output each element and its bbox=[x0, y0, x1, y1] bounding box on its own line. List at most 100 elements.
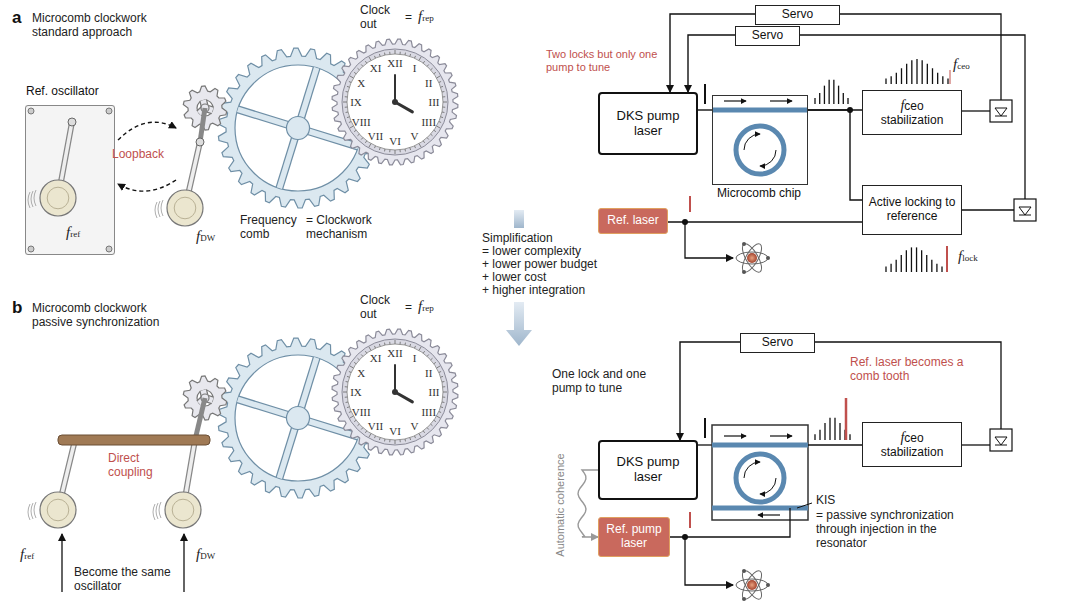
comb-line bbox=[901, 68, 902, 84]
clock-tick bbox=[423, 141, 424, 143]
clock-numeral: XI bbox=[370, 352, 382, 365]
pendulum-bob bbox=[174, 197, 196, 219]
motion-line bbox=[158, 201, 160, 217]
clock-tick bbox=[379, 344, 381, 346]
motion-line bbox=[156, 503, 158, 519]
clock-tick bbox=[369, 144, 371, 147]
motion-line bbox=[31, 503, 33, 519]
clock-numeral: XII bbox=[387, 347, 402, 360]
waveguide bbox=[712, 443, 808, 448]
gear-hub bbox=[286, 406, 309, 429]
clock-numeral: IX bbox=[350, 386, 362, 399]
pendulum-bob bbox=[40, 180, 76, 216]
clock-tick bbox=[374, 56, 375, 58]
pendulum-bob bbox=[167, 190, 203, 226]
frequency-symbol: flock bbox=[958, 248, 978, 265]
clock-tick bbox=[427, 354, 429, 356]
clock-numeral: II bbox=[425, 366, 432, 379]
comb-line bbox=[947, 79, 948, 84]
electron bbox=[742, 597, 746, 601]
gear bbox=[332, 39, 458, 165]
servo-line bbox=[840, 14, 1001, 100]
comb-line bbox=[885, 266, 886, 272]
clock-tick bbox=[369, 347, 371, 350]
clock-tick bbox=[427, 138, 429, 140]
clock-numeral: X bbox=[357, 76, 365, 89]
panel-letter: b bbox=[12, 298, 22, 318]
comb-line bbox=[885, 79, 886, 84]
comb-line bbox=[819, 430, 820, 440]
process-box: Servo bbox=[735, 26, 800, 46]
clock-tick bbox=[349, 412, 351, 413]
clock-tick bbox=[374, 436, 375, 438]
clock-pin bbox=[392, 99, 398, 105]
clock-tick bbox=[409, 344, 411, 346]
clock-tick bbox=[437, 366, 440, 368]
pendulum-bob bbox=[165, 492, 201, 528]
clock-numeral: III bbox=[429, 96, 440, 109]
clock-tick bbox=[354, 130, 356, 131]
comb-line bbox=[901, 255, 902, 272]
pendulum-bob bbox=[47, 499, 69, 521]
node-label: fceo stabilization bbox=[868, 430, 956, 460]
motion-line bbox=[153, 504, 155, 520]
clock-numeral: VI bbox=[389, 135, 401, 148]
annotation: Loopback bbox=[112, 148, 164, 162]
clock-tick bbox=[357, 358, 359, 360]
comb-line bbox=[911, 247, 912, 272]
screw bbox=[106, 108, 112, 114]
node-label: Ref. oscillator bbox=[26, 85, 99, 99]
loopback-arrow bbox=[118, 122, 176, 140]
atom-link bbox=[685, 537, 733, 585]
comb-line bbox=[896, 260, 897, 272]
clock-numeral: III bbox=[429, 386, 440, 399]
motion-line bbox=[159, 502, 161, 518]
clock-tick bbox=[400, 52, 401, 54]
clock-tick bbox=[437, 76, 440, 78]
comb-line bbox=[829, 418, 830, 440]
annotation: = bbox=[405, 11, 412, 25]
clock-tick bbox=[389, 52, 390, 54]
clock-tick bbox=[350, 76, 353, 78]
atom-orbit bbox=[739, 568, 765, 602]
annotation: + lower power budget bbox=[482, 258, 597, 272]
photodetector bbox=[990, 100, 1012, 122]
clock-tick bbox=[357, 424, 359, 426]
clock-tick bbox=[350, 366, 353, 368]
servo-line bbox=[815, 342, 1001, 429]
clock-numeral: V bbox=[411, 129, 419, 142]
photodiode bbox=[995, 108, 1007, 116]
motion-line bbox=[28, 504, 30, 520]
clock-tick bbox=[443, 397, 445, 398]
pump-line bbox=[704, 418, 706, 438]
clock-tick bbox=[395, 440, 396, 444]
comb-line bbox=[936, 264, 937, 272]
comb-line bbox=[814, 434, 815, 440]
electron bbox=[742, 270, 746, 274]
connector bbox=[808, 110, 862, 200]
clock-tick bbox=[365, 351, 366, 353]
clock-tick bbox=[389, 440, 390, 442]
comb-line bbox=[890, 264, 891, 272]
propagation-arrow bbox=[770, 100, 792, 101]
photodiode bbox=[995, 116, 1007, 117]
electron bbox=[766, 583, 770, 587]
comb-line bbox=[942, 76, 943, 84]
clock-tick bbox=[441, 406, 443, 408]
screw bbox=[28, 108, 34, 114]
comb-line bbox=[833, 80, 834, 104]
clock-tick bbox=[439, 412, 441, 413]
clock-face bbox=[347, 54, 443, 150]
process-box: Servo bbox=[755, 5, 840, 25]
clock-tick bbox=[423, 431, 424, 433]
clock-pin bbox=[392, 389, 398, 395]
clock-tick bbox=[384, 343, 386, 345]
simplification-arrow bbox=[514, 210, 524, 228]
motion-line bbox=[155, 202, 157, 218]
laser-box: Ref. pump laser bbox=[598, 517, 670, 557]
atom-link bbox=[685, 222, 733, 258]
clock-tick bbox=[349, 122, 351, 123]
clock-tick bbox=[384, 149, 386, 151]
pointer-arrow bbox=[61, 534, 62, 592]
